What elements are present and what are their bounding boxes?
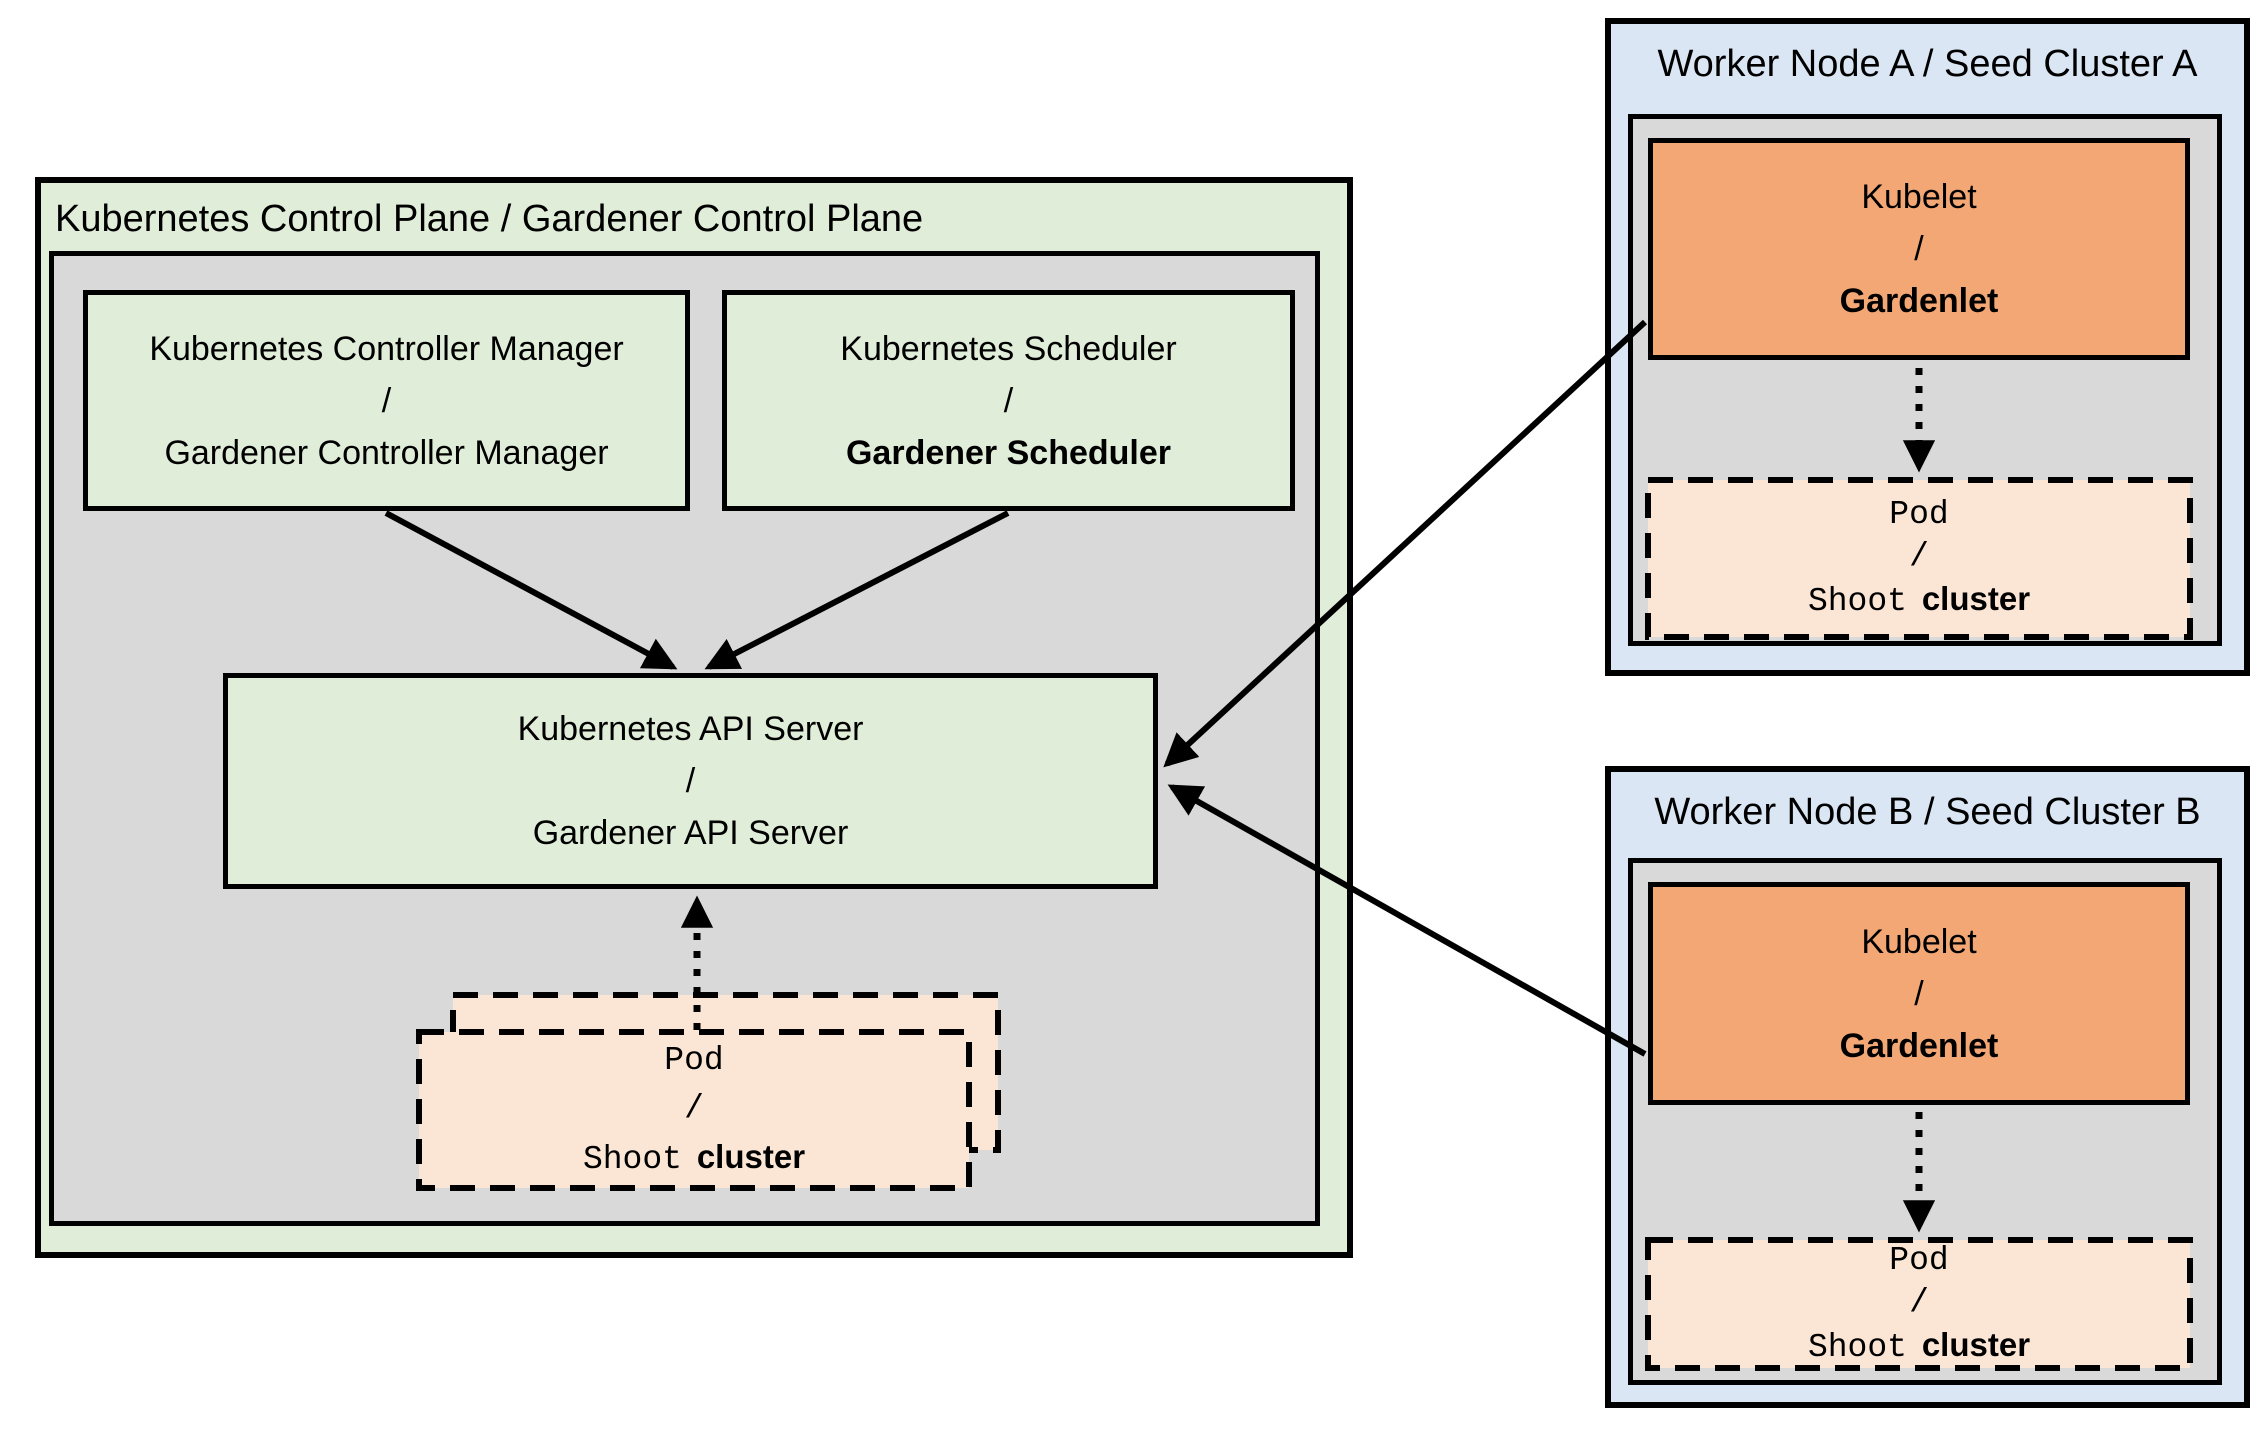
kubelet-b-label-top: Kubelet [1861,922,1977,961]
pod-a-shoot-text: Shoot [1807,583,1907,620]
pod-a-label: Pod / Shoot cluster [1648,480,2190,637]
pod-a-cluster-text: cluster [1921,580,2031,617]
pod-a-label-top: Pod [1889,496,1949,533]
scheduler-label-top: Kubernetes Scheduler [840,329,1177,368]
controller-manager-label-top: Kubernetes Controller Manager [149,329,624,368]
worker-node-b-title: Worker Node B / Seed Cluster B [1654,791,2201,833]
pod-stack-cluster-text: cluster [696,1137,806,1175]
pod-a-label-separator: / [1909,538,1929,575]
controller-manager-label-separator: / [381,381,392,420]
pod-b-label: Pod / Shoot cluster [1648,1240,2190,1368]
kubelet-b-label-bottom: Gardenlet [1839,1026,1999,1065]
controller-manager-box: Kubernetes Controller Manager / Gardener… [83,290,690,511]
api-server-label-top: Kubernetes API Server [517,710,864,748]
scheduler-box: Kubernetes Scheduler / Gardener Schedule… [722,290,1295,511]
api-server-label-separator: / [685,762,696,800]
pod-b-label-bottom: Shoot cluster [1808,1324,2030,1369]
pod-stack-shoot-text: Shoot [582,1140,682,1178]
controller-manager-label-bottom: Gardener Controller Manager [164,433,609,472]
kubelet-a-label-separator: / [1914,230,1924,268]
pod-stack-label-separator: / [684,1089,704,1127]
scheduler-label-bottom: Gardener Scheduler [845,433,1171,472]
kubelet-a-box: Kubelet / Gardenlet [1648,138,2190,360]
pod-b-label-separator: / [1909,1283,1929,1321]
control-plane-title: Kubernetes Control Plane / Gardener Cont… [55,198,924,240]
api-server-box: Kubernetes API Server / Gardener API Ser… [223,673,1158,889]
pod-b-shoot-text: Shoot [1807,1328,1907,1366]
scheduler-label-separator: / [1003,381,1014,420]
pod-a-label-bottom: Shoot cluster [1808,578,2030,623]
kubelet-a-label-bottom: Gardenlet [1839,282,1999,320]
api-server-label-bottom: Gardener API Server [532,814,849,852]
pod-stack-label: Pod / Shoot cluster [419,1032,969,1188]
pod-b-cluster-text: cluster [1921,1325,2031,1363]
kubelet-a-label-top: Kubelet [1861,178,1977,216]
worker-node-a-title: Worker Node A / Seed Cluster A [1657,43,2198,85]
pod-b-label-top: Pod [1889,1241,1949,1279]
kubelet-b-label-separator: / [1914,974,1924,1013]
kubelet-b-box: Kubelet / Gardenlet [1648,882,2190,1105]
pod-stack-label-bottom: Shoot cluster [583,1133,805,1184]
pod-stack-label-top: Pod [664,1041,724,1079]
